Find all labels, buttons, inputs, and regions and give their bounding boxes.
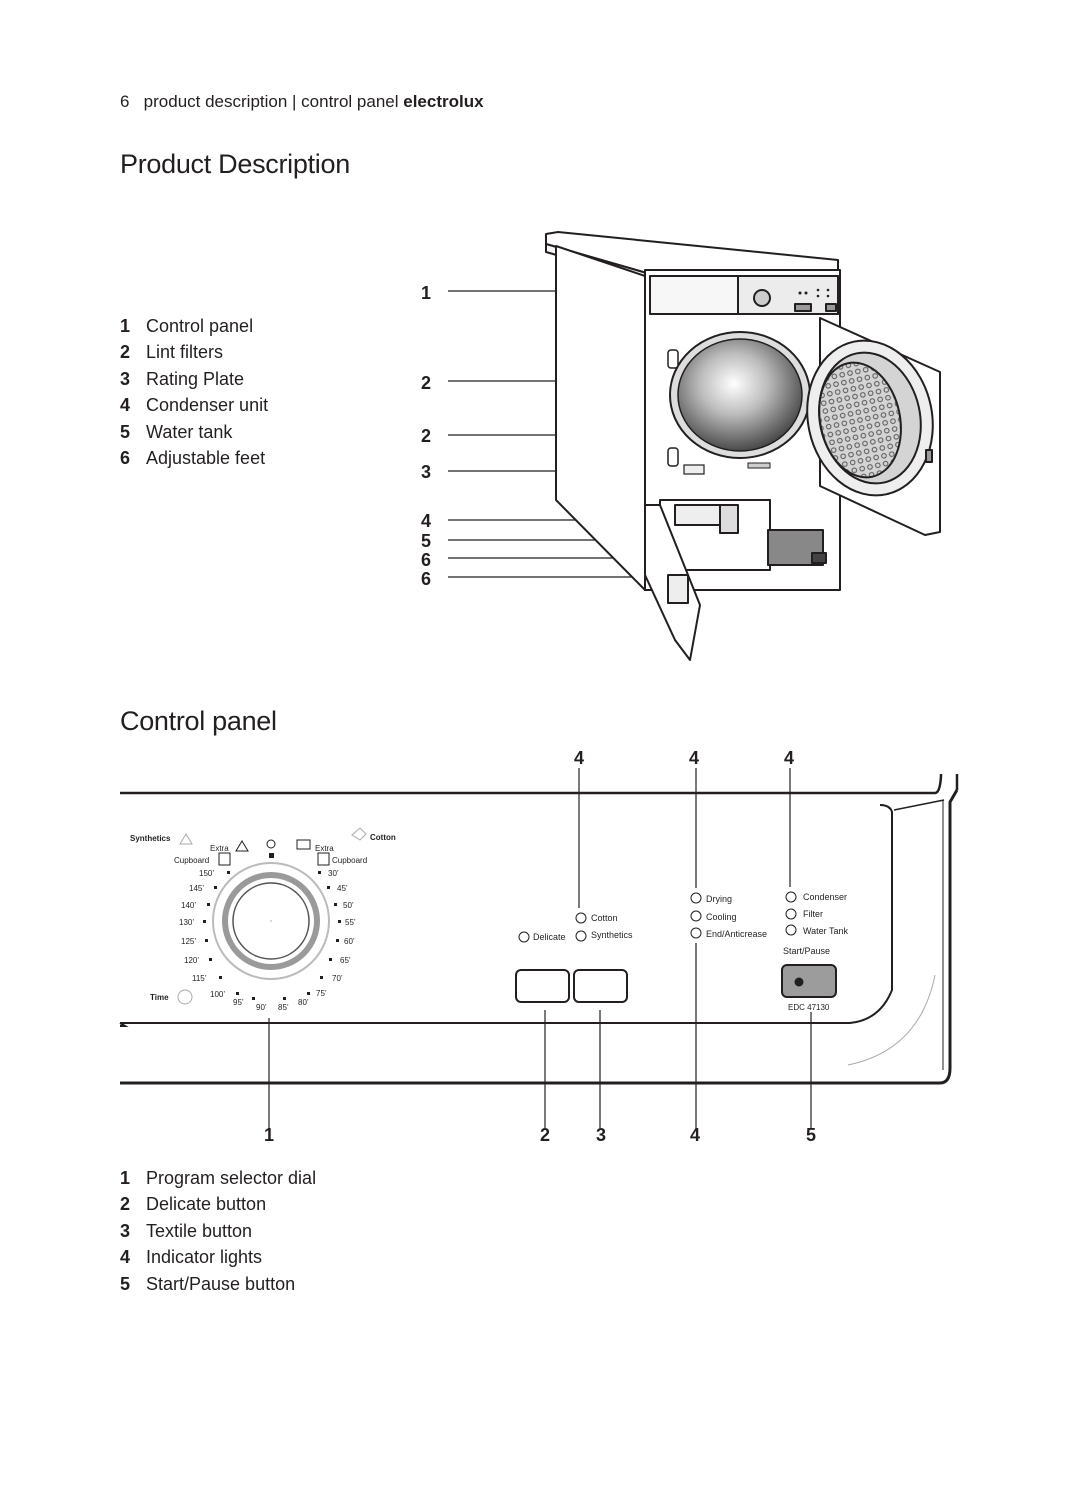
dial-time-115: 115’ [192, 974, 207, 983]
start-pause-button[interactable] [781, 964, 837, 998]
dial-time-85: 85’ [278, 1003, 289, 1012]
dial-time-75: 75’ [316, 989, 327, 998]
dial-time-95: 95’ [233, 998, 244, 1007]
cotton-led-label: Cotton [591, 913, 618, 923]
callout-number: 4 [574, 748, 584, 768]
dial-time-90: 90’ [256, 1003, 267, 1012]
water-tank-indicator-label: Water Tank [803, 926, 849, 936]
callout-number: 4 [689, 748, 699, 768]
end-anticrease-indicator-label: End/Anticrease [706, 929, 767, 939]
model-number: EDC 47130 [788, 1003, 830, 1012]
dial-extra-label: Extra [315, 844, 334, 853]
dial-time-145: 145’ [189, 884, 204, 893]
dial-time-50: 50’ [343, 901, 354, 910]
callout-number: 1 [421, 283, 431, 303]
callout-number: 4 [421, 511, 431, 531]
dial-cupboard-label: Cupboard [174, 856, 209, 865]
dial-time-120: 120’ [184, 956, 199, 965]
dial-cotton-label: Cotton [370, 833, 396, 842]
dial-time-125: 125’ [181, 937, 196, 946]
filter-indicator-label: Filter [803, 909, 823, 919]
dial-time-45: 45’ [337, 884, 348, 893]
dial-cupboard-label: Cupboard [332, 856, 367, 865]
callout-number: 5 [806, 1125, 816, 1145]
control-panel-illustration: 4 4 4 Synthetics Cotton Extra Extra Cupb… [119, 748, 959, 1145]
dial-time-150: 150’ [199, 869, 214, 878]
dial-time-140: 140’ [181, 901, 196, 910]
drying-indicator-label: Drying [706, 894, 732, 904]
condenser-indicator-label: Condenser [803, 892, 847, 902]
program-selector-dial[interactable] [212, 862, 330, 980]
synthetics-led-label: Synthetics [591, 930, 633, 940]
dial-synthetics-label: Synthetics [130, 834, 171, 843]
dial-time-60: 60’ [344, 937, 355, 946]
dial-time-65: 65’ [340, 956, 351, 965]
callout-number: 2 [421, 426, 431, 446]
brand-name: electrolux [403, 92, 484, 111]
dial-time-130: 130’ [179, 918, 194, 927]
delicate-button[interactable] [515, 969, 570, 1003]
dial-time-70: 70’ [332, 974, 343, 983]
dryer-illustration: 1 2 2 3 4 5 6 6 [421, 231, 941, 661]
header-section-text: product description | control panel [143, 92, 399, 111]
callout-number: 3 [421, 462, 431, 482]
callout-number: 2 [421, 373, 431, 393]
dial-time-30: 30’ [328, 869, 339, 878]
callout-number: 6 [421, 550, 431, 570]
dial-time-100: 100’ [210, 990, 225, 999]
callout-number: 3 [596, 1125, 606, 1145]
callout-number: 2 [540, 1125, 550, 1145]
callout-number: 5 [421, 531, 431, 551]
callout-number: 1 [264, 1125, 274, 1145]
cooling-indicator-label: Cooling [706, 912, 737, 922]
product-description-title: Product Description [120, 149, 350, 179]
textile-button[interactable] [573, 969, 628, 1003]
page-header: 6 product description | control panel el… [120, 92, 484, 112]
dial-time-80: 80’ [298, 998, 309, 1007]
delicate-led-label: Delicate [533, 932, 566, 942]
dial-extra-label: Extra [210, 844, 229, 853]
callout-number: 4 [690, 1125, 700, 1145]
start-pause-label: Start/Pause [783, 946, 830, 956]
dial-time-label: Time [150, 993, 169, 1002]
callout-number: 6 [421, 569, 431, 589]
dial-time-55: 55’ [345, 918, 356, 927]
callout-number: 4 [784, 748, 794, 768]
page-number: 6 [120, 92, 130, 111]
control-panel-title: Control panel [120, 706, 277, 736]
